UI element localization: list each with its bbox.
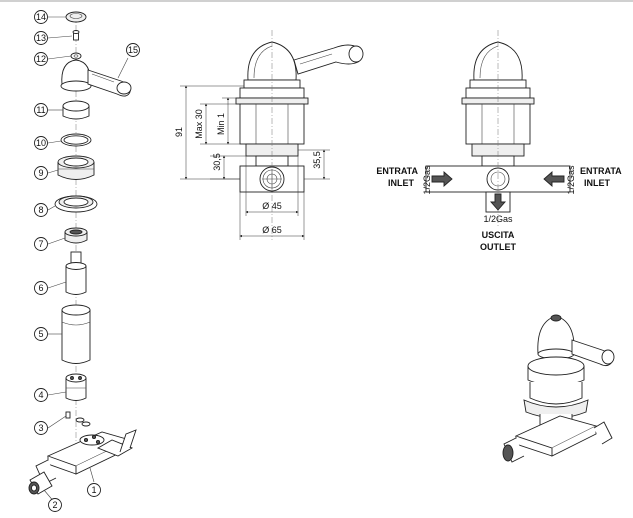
part-number-7: 7 (34, 237, 48, 251)
part-number-10: 10 (34, 136, 48, 150)
front-handle (243, 41, 364, 89)
svg-text:14: 14 (36, 12, 46, 22)
side-body (425, 87, 571, 213)
part-number-5: 5 (34, 327, 48, 341)
svg-text:5: 5 (38, 329, 43, 339)
svg-text:INLET: INLET (388, 178, 415, 188)
part-number-15: 15 (126, 43, 140, 57)
part-2-nipple (28, 471, 53, 495)
part-15-handle (60, 59, 132, 97)
svg-text:OUTLET: OUTLET (480, 242, 516, 252)
part-number-3: 3 (34, 421, 48, 435)
part-9-bonnet (57, 155, 95, 180)
svg-text:INLET: INLET (584, 178, 611, 188)
svg-text:4: 4 (38, 390, 43, 400)
part-number-2: 2 (48, 498, 62, 512)
svg-text:2: 2 (52, 500, 57, 510)
inlet-right: ENTRATA INLET 1/2Gas (543, 165, 622, 195)
dim-max-30: Max 30 (194, 103, 246, 145)
part-number-6: 6 (34, 281, 48, 295)
svg-text:1/2Gas: 1/2Gas (566, 165, 576, 195)
svg-text:1/2Gas: 1/2Gas (422, 165, 432, 195)
svg-text:1/2Gas: 1/2Gas (483, 214, 513, 224)
svg-text:ENTRATA: ENTRATA (580, 166, 622, 176)
svg-text:USCITA: USCITA (482, 230, 515, 240)
iso-handle (537, 314, 615, 367)
svg-text:30,5: 30,5 (212, 153, 222, 171)
part-number-13: 13 (34, 31, 48, 45)
part-5-sleeve (61, 304, 91, 364)
part-number-12: 12 (34, 52, 48, 66)
part-8-flange (54, 195, 98, 213)
dim-dia-65: Ø 65 (239, 192, 305, 240)
svg-text:Max 30: Max 30 (194, 109, 204, 139)
part-13-screw (72, 30, 80, 41)
part-1-body (35, 429, 137, 485)
svg-text:Ø 65: Ø 65 (262, 225, 282, 235)
svg-text:13: 13 (36, 33, 46, 43)
part-10-oring (60, 133, 92, 147)
part-number-11: 11 (34, 103, 48, 117)
dim-dia-45: Ø 45 (245, 156, 299, 216)
part-number-14: 14 (34, 10, 48, 24)
outlet-bottom: 1/2Gas USCITA OUTLET (480, 193, 516, 252)
isometric-view (502, 314, 615, 463)
front-view: 91 Max 30 Min 1 30,5 35,5 (174, 30, 364, 240)
svg-text:35,5: 35,5 (312, 151, 322, 169)
dim-91: 91 (174, 85, 244, 180)
dim-min-1: Min 1 (216, 97, 236, 145)
dim-30-5: 30,5 (210, 153, 256, 180)
svg-text:10: 10 (36, 138, 46, 148)
svg-text:9: 9 (38, 168, 43, 178)
svg-text:91: 91 (174, 127, 184, 137)
part-6-headpart (65, 251, 87, 295)
part-4-disk (65, 373, 87, 401)
iso-body (502, 356, 613, 463)
part-number-9: 9 (34, 166, 48, 180)
inlet-left: ENTRATA INLET 1/2Gas (376, 165, 453, 195)
part-14-cap (65, 11, 87, 23)
svg-text:ENTRATA: ENTRATA (376, 166, 418, 176)
svg-text:7: 7 (38, 239, 43, 249)
part-number-8: 8 (34, 203, 48, 217)
part-11-ring (62, 100, 90, 120)
svg-text:11: 11 (36, 105, 45, 115)
svg-text:1: 1 (91, 485, 96, 495)
part-7-gland (64, 227, 88, 244)
svg-text:3: 3 (38, 423, 43, 433)
svg-text:6: 6 (38, 283, 43, 293)
exploded-view: 14 13 12 15 11 10 9 8 7 6 5 4 3 2 1 (28, 10, 140, 512)
svg-text:15: 15 (128, 45, 138, 55)
dim-35-5: 35,5 (298, 149, 330, 180)
part-3-orings (65, 411, 91, 427)
side-view: ENTRATA INLET 1/2Gas ENTRATA INLET 1/2Ga… (376, 30, 622, 252)
part-number-1: 1 (87, 483, 101, 497)
part-number-4: 4 (34, 388, 48, 402)
svg-text:Min 1: Min 1 (216, 113, 226, 135)
svg-text:12: 12 (36, 54, 46, 64)
svg-text:Ø 45: Ø 45 (262, 201, 282, 211)
svg-text:8: 8 (38, 205, 43, 215)
part-12-washer (70, 52, 82, 60)
